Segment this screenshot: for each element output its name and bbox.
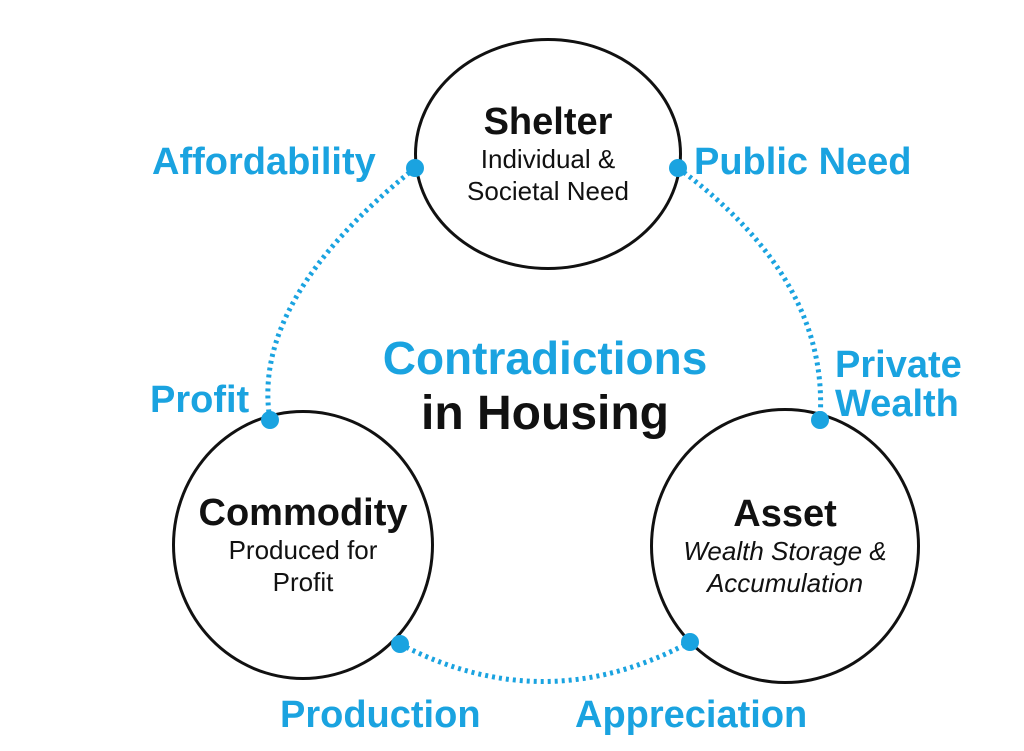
dot-affordability <box>406 159 424 177</box>
dot-appreciation <box>681 633 699 651</box>
center-title-line2: in Housing <box>421 387 669 440</box>
center-title: Contradictions in Housing <box>310 330 780 442</box>
label-private-wealth-line1: Private <box>835 344 962 386</box>
shelter-title: Shelter <box>483 101 613 143</box>
shelter-node: Shelter Individual & Societal Need <box>414 38 682 270</box>
asset-subtitle-line1: Wealth Storage & <box>683 536 887 566</box>
asset-subtitle-line2: Accumulation <box>706 568 864 598</box>
connector-production-appreciation <box>398 639 692 684</box>
dot-public-need <box>669 159 687 177</box>
connector-affordability-profit <box>265 166 417 421</box>
commodity-subtitle-line1: Produced for <box>228 535 378 565</box>
label-appreciation: Appreciation <box>575 694 808 736</box>
shelter-subtitle-line2: Societal Need <box>467 176 629 206</box>
shelter-subtitle-line1: Individual & <box>480 144 616 174</box>
label-production: Production <box>280 694 481 736</box>
dot-private-wealth <box>811 411 829 429</box>
label-affordability: Affordability <box>152 141 376 183</box>
label-private-wealth-line2: Wealth <box>835 383 959 425</box>
label-profit: Profit <box>150 379 250 421</box>
commodity-title: Commodity <box>198 492 408 534</box>
dot-profit <box>261 411 279 429</box>
dot-production <box>391 635 409 653</box>
connector-public-need-private-wealth <box>676 165 824 421</box>
asset-title: Asset <box>733 493 837 535</box>
label-public-need: Public Need <box>694 141 912 183</box>
center-title-line1: Contradictions <box>382 332 708 384</box>
commodity-node: Commodity Produced for Profit <box>172 410 434 680</box>
commodity-subtitle-line2: Profit <box>272 567 334 597</box>
